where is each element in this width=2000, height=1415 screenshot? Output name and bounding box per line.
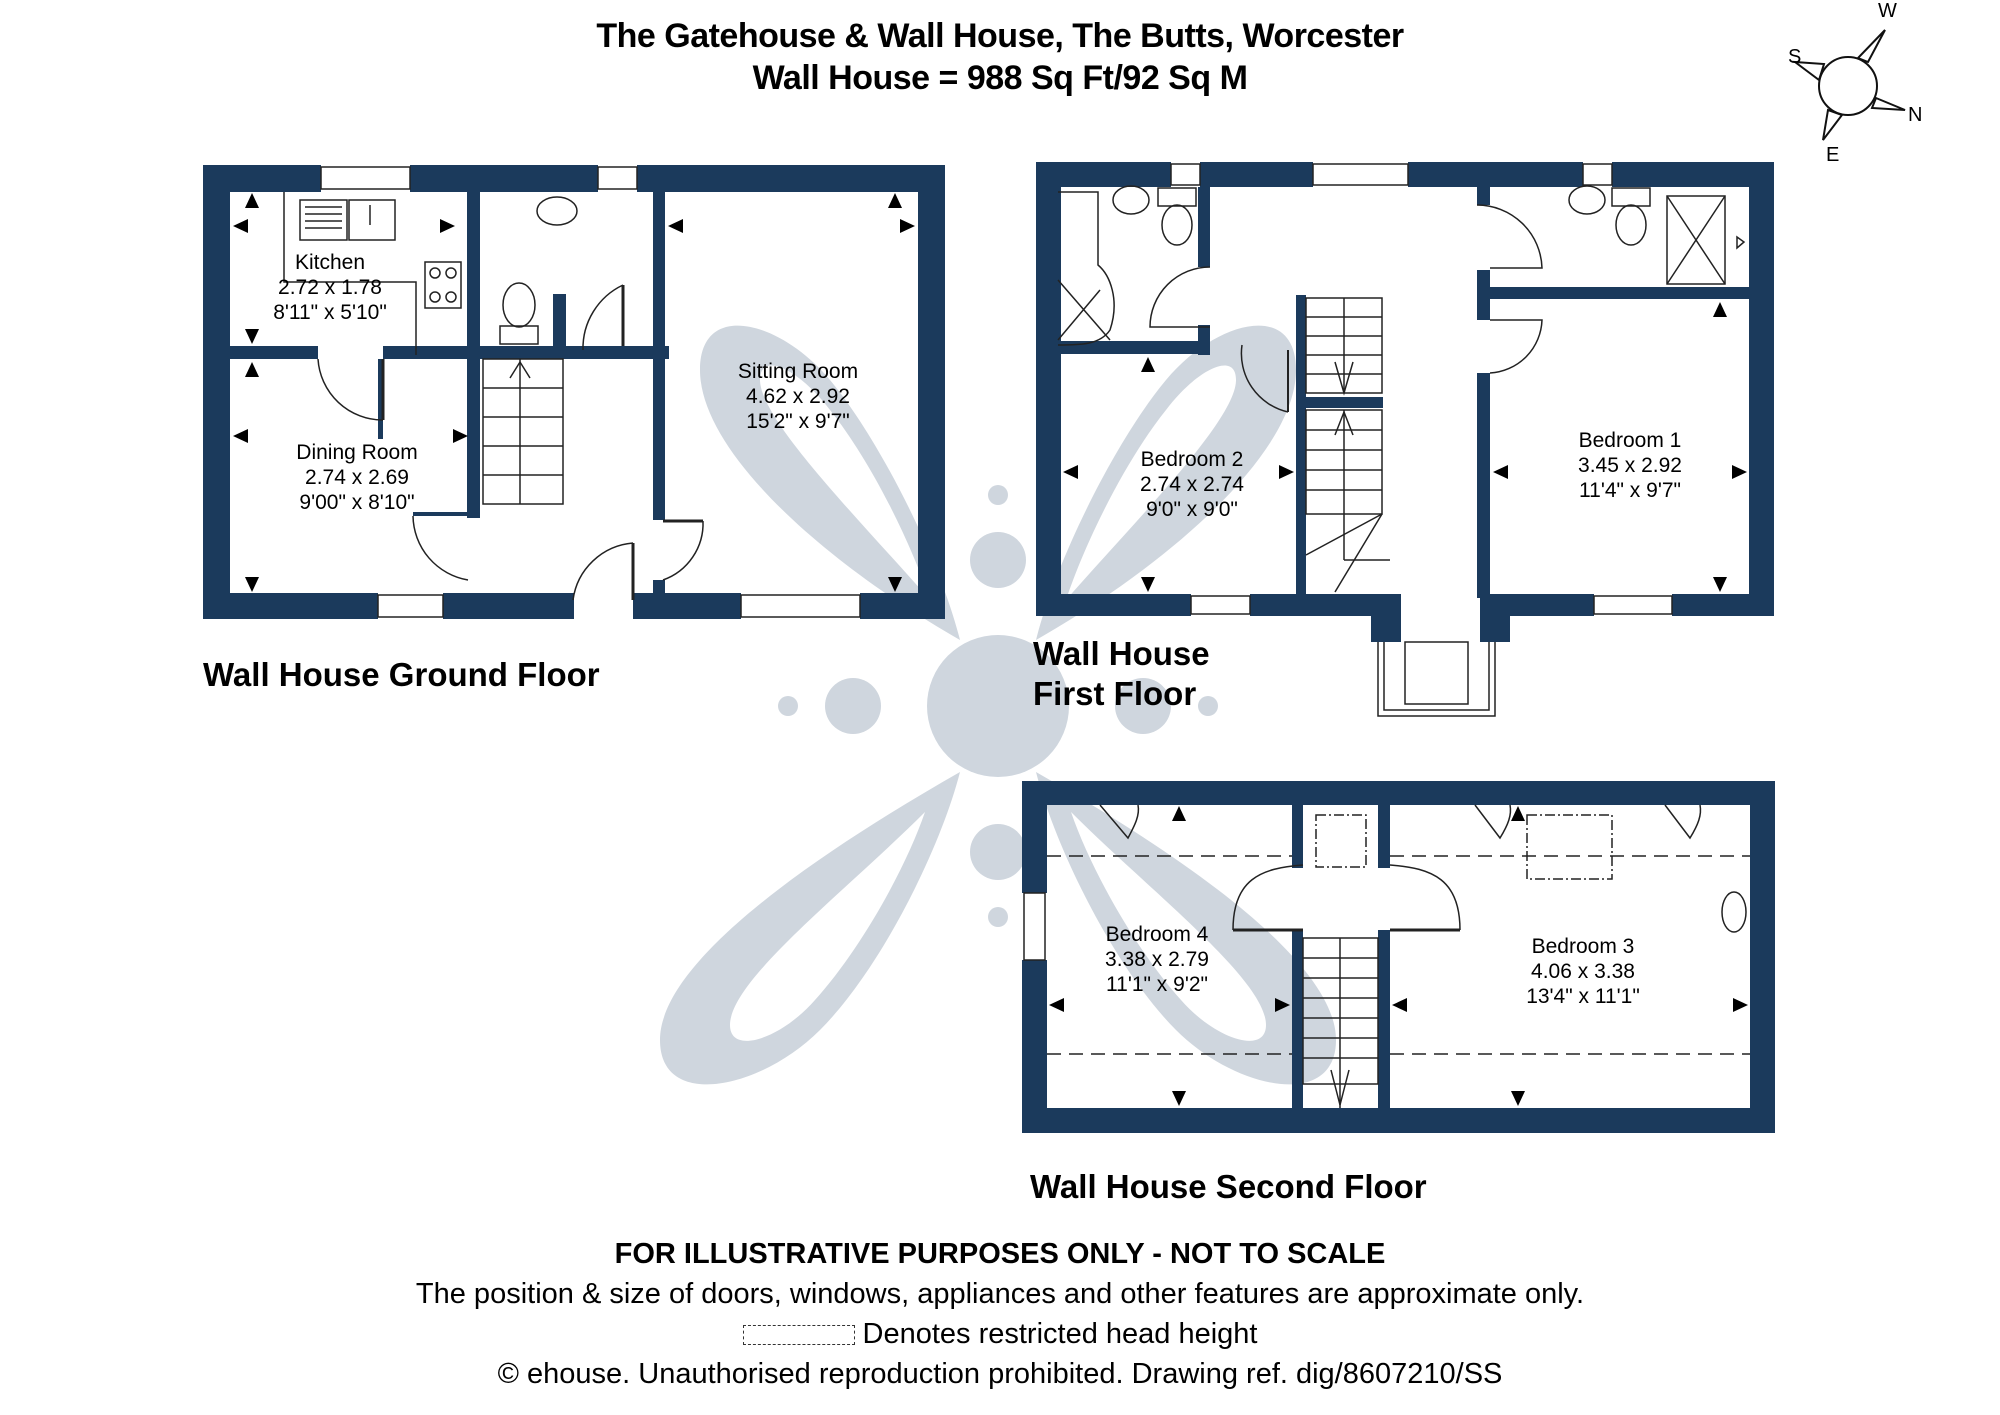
room-metric: 3.45 x 2.92: [1578, 454, 1682, 477]
room-imperial: 9'0" x 9'0": [1146, 498, 1238, 521]
room-imperial: 13'4" x 11'1": [1526, 985, 1640, 1008]
page-subtitle: Wall House = 988 Sq Ft/92 Sq M: [752, 59, 1248, 97]
room-name: Bedroom 2: [1140, 448, 1244, 471]
room-metric: 2.72 x 1.78: [278, 276, 382, 299]
legend-row: Denotes restricted head height: [0, 1318, 2000, 1351]
ground-floor-walls: [203, 165, 945, 619]
first-floor-fixtures: [1057, 163, 1746, 717]
second-floor-plan: [1022, 781, 1775, 1133]
room-kitchen: Kitchen 2.72 x 1.78 8'11" x 5'10": [200, 250, 460, 325]
room-imperial: 8'11" x 5'10": [273, 301, 387, 324]
second-floor-label: Wall House Second Floor: [1030, 1168, 1427, 1205]
room-metric: 4.62 x 2.92: [746, 385, 850, 408]
ground-floor-plan: [203, 165, 945, 619]
compass-label-west: W: [1878, 0, 1897, 22]
copyright-line: © ehouse. Unauthorised reproduction proh…: [497, 1358, 1503, 1390]
room-imperial: 9'00" x 8'10": [299, 491, 415, 514]
room-name: Kitchen: [294, 251, 366, 274]
room-imperial: 11'4" x 9'7": [1579, 479, 1681, 502]
room-bedroom-4: Bedroom 4 3.38 x 2.79 11'1" x 9'2": [1027, 922, 1287, 997]
room-name: Bedroom 1: [1578, 429, 1682, 452]
compass-icon: [1791, 29, 1906, 141]
first-floor-label-line2: First Floor: [1033, 675, 1197, 712]
first-floor-plan: [1036, 162, 1774, 717]
room-bedroom-2: Bedroom 2 2.74 x 2.74 9'0" x 9'0": [1062, 447, 1322, 522]
room-name: Dining Room: [296, 441, 418, 464]
first-floor-dimension-arrows: [1063, 302, 1747, 592]
compass-label-south: S: [1788, 46, 1802, 68]
first-floor-label-line1: Wall House: [1033, 635, 1210, 672]
room-dining-room: Dining Room 2.74 x 2.69 9'00" x 8'10": [227, 440, 487, 515]
page-title: The Gatehouse & Wall House, The Butts, W…: [596, 17, 1404, 55]
restricted-head-height-legend-icon: [742, 1325, 855, 1345]
room-name: Sitting Room: [737, 360, 859, 383]
disclaimer-heading: FOR ILLUSTRATIVE PURPOSES ONLY - NOT TO …: [614, 1238, 1386, 1270]
room-name: Bedroom 3: [1531, 935, 1635, 958]
first-floor-label: Wall House First Floor: [1033, 634, 1210, 714]
disclaimer-note: The position & size of doors, windows, a…: [415, 1278, 1585, 1310]
room-metric: 2.74 x 2.69: [305, 466, 409, 489]
compass-label-east: E: [1826, 144, 1840, 166]
room-imperial: 15'2" x 9'7": [746, 410, 850, 433]
ground-floor-label: Wall House Ground Floor: [203, 656, 600, 693]
room-metric: 2.74 x 2.74: [1140, 473, 1244, 496]
second-floor-fixtures: [1023, 804, 1750, 1108]
room-imperial: 11'1" x 9'2": [1106, 973, 1208, 996]
ground-floor-fixtures: [283, 166, 861, 618]
room-bedroom-3: Bedroom 3 4.06 x 3.38 13'4" x 11'1": [1453, 934, 1713, 1009]
room-metric: 3.38 x 2.79: [1105, 948, 1209, 971]
compass-label-north: N: [1908, 104, 1923, 126]
legend-text: Denotes restricted head height: [862, 1318, 1258, 1350]
ground-floor-dimension-arrows: [233, 193, 915, 592]
room-sitting-room: Sitting Room 4.62 x 2.92 15'2" x 9'7": [668, 359, 928, 434]
room-metric: 4.06 x 3.38: [1531, 960, 1635, 983]
second-floor-walls: [1022, 781, 1775, 1133]
room-bedroom-1: Bedroom 1 3.45 x 2.92 11'4" x 9'7": [1500, 428, 1760, 503]
room-name: Bedroom 4: [1105, 923, 1209, 946]
second-floor-dimension-arrows: [1049, 806, 1748, 1106]
ehouse-watermark: [660, 325, 1336, 1085]
first-floor-walls: [1036, 162, 1774, 642]
